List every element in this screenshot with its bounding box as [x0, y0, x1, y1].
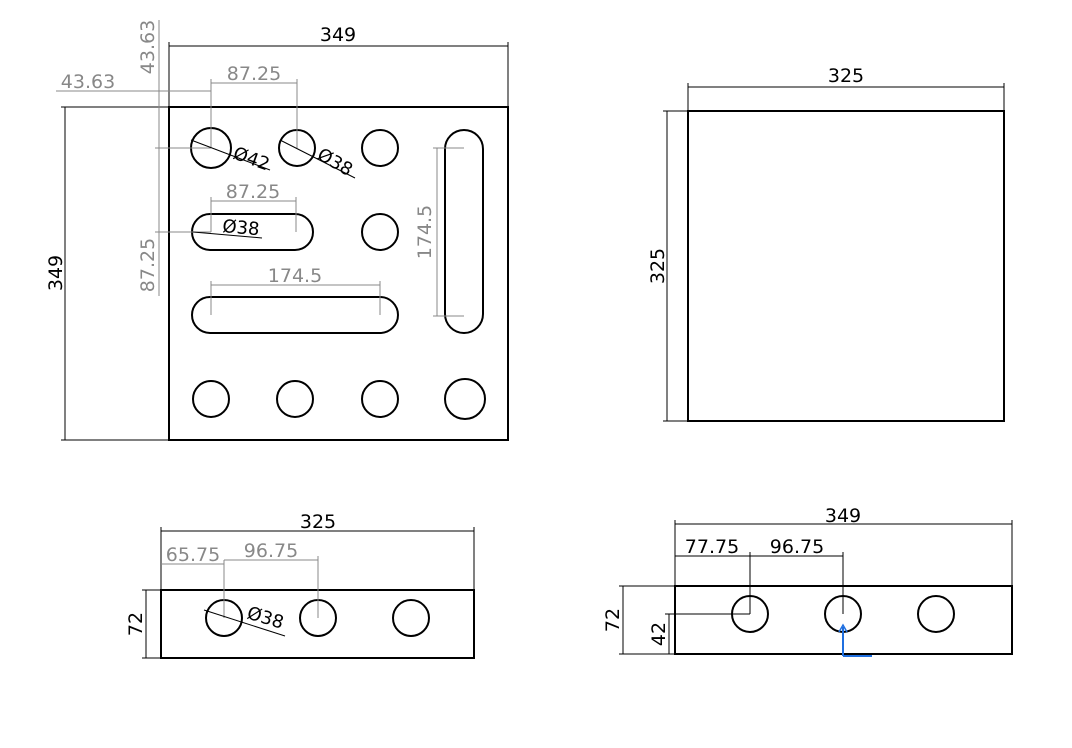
- dim-front-dia: Ø38: [245, 603, 287, 634]
- hole-large: [444, 378, 486, 420]
- dim-front-width: 325: [300, 511, 336, 533]
- dim-slot-vertical: 174.5: [414, 205, 436, 259]
- dim-offset-x: 43.63: [61, 71, 115, 93]
- hole: [192, 380, 230, 418]
- dim-dia-large: Ø42: [230, 143, 272, 175]
- dim-end-offset: 77.75: [685, 536, 739, 558]
- dim-end-width: 349: [825, 505, 861, 527]
- dim-front-height: 72: [125, 612, 147, 636]
- dim-slot-bottom: 174.5: [268, 265, 322, 287]
- dim-side-height: 325: [647, 248, 669, 284]
- dim-side-width: 325: [828, 65, 864, 87]
- hole: [361, 213, 399, 251]
- ucs-axis-y-arrow: [838, 623, 848, 633]
- dim-spacing-mid: 87.25: [226, 181, 280, 203]
- dim-top-height: 349: [45, 255, 67, 291]
- side-view: 325 325: [647, 65, 1005, 422]
- hole: [392, 599, 430, 637]
- leader-line: [203, 609, 286, 637]
- side-view-outline: [687, 110, 1005, 422]
- dim-offset-y: 43.63: [137, 20, 159, 74]
- dim-front-pitch: 96.75: [244, 540, 298, 562]
- dim-top-width: 349: [320, 24, 356, 46]
- leader-line: [190, 139, 271, 171]
- leader-line: [279, 139, 356, 179]
- dim-spacing-top: 87.25: [227, 63, 281, 85]
- dim-end-pitch: 96.75: [770, 536, 824, 558]
- hole: [361, 129, 399, 167]
- front-view: 325 65.75 96.75 72 Ø38: [125, 511, 475, 659]
- dim-spacing-v: 87.25: [137, 238, 159, 292]
- hole: [276, 380, 314, 418]
- dim-end-hole-height: 42: [648, 622, 670, 646]
- hole: [361, 380, 399, 418]
- hole: [917, 595, 955, 633]
- end-view: 349 77.75 96.75 72 42: [602, 505, 1013, 657]
- slot-long-vertical: [444, 129, 484, 334]
- dim-front-offset: 65.75: [166, 544, 220, 566]
- dim-dia-slot: Ø38: [222, 216, 261, 240]
- top-view-outline: [168, 106, 509, 441]
- dim-end-height: 72: [602, 608, 624, 632]
- slot-long-horizontal: [191, 296, 399, 334]
- ucs-icon: [838, 623, 872, 657]
- leader-line: [192, 231, 263, 239]
- top-view: 349 349 43.63 43.63 87.25 87.25 87.25 17: [45, 20, 509, 441]
